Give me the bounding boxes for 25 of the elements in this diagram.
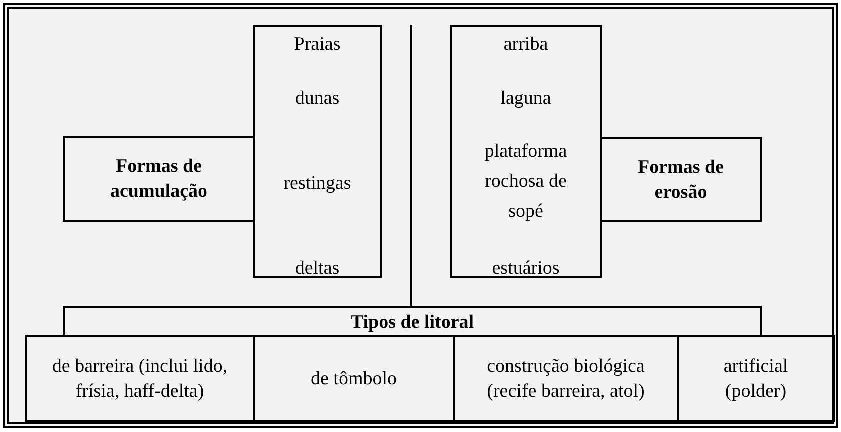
heading-band [63, 306, 762, 337]
label-box [253, 335, 455, 422]
band-heading: Tipos de litoral [350, 311, 476, 335]
list-item: Praias [293, 33, 342, 57]
label-box [677, 335, 835, 422]
list-item: laguna [500, 87, 552, 111]
list-item: dunas [294, 87, 341, 111]
label-box [63, 136, 255, 222]
connector-line [410, 25, 412, 306]
label-box [600, 137, 762, 222]
list-box [253, 25, 382, 278]
label-box [453, 335, 679, 422]
list-item: estuários [491, 257, 561, 281]
label-box [25, 335, 255, 422]
list-item: arriba [502, 33, 550, 57]
box-label: de tômbolo [310, 367, 398, 391]
list-item: deltas [294, 257, 341, 281]
box-label: construção biológica (recife barreira, atol) [486, 354, 646, 404]
list-item: restingas [282, 172, 352, 196]
box-label: Formas de acumulação [109, 155, 209, 204]
box-label: artificial (polder) [722, 354, 790, 404]
box-label: Formas de erosão [636, 156, 725, 204]
list-item: plataforma rochosa de sopé [484, 140, 568, 224]
list-box [450, 25, 602, 278]
box-label: de barreira (inclui lido, frísia, haff-delta) [51, 354, 229, 404]
